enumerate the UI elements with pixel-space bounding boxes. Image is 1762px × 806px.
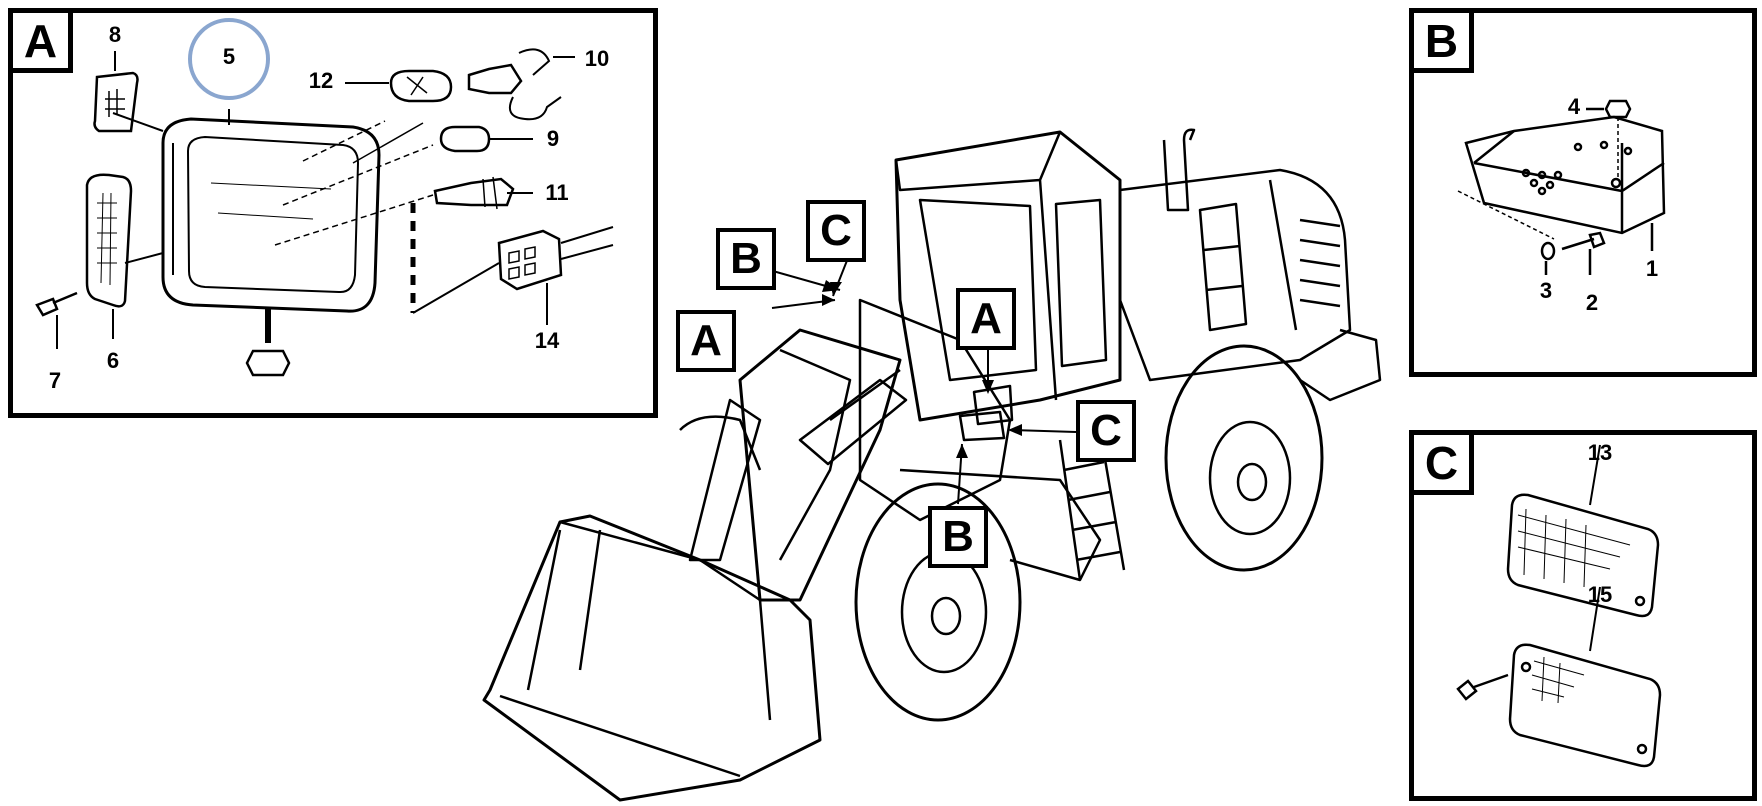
nut-4 [1604,99,1632,119]
panel-b-tag: B [1414,13,1474,73]
panel-a-headlamp: A [8,8,658,418]
screw-7 [35,291,78,317]
reflectors-drawing [1456,444,1662,768]
rear-wheel [1164,344,1324,572]
side-marker-lamp [93,71,139,133]
callout-7: 7 [48,368,62,393]
callout-12: 12 [308,68,334,93]
washer-3 [1540,241,1556,261]
callout-5: 5 [222,44,236,69]
callout-4: 4 [1567,94,1581,119]
callout-11: 11 [545,180,569,205]
bulb-11 [433,177,515,207]
connector-14 [497,229,563,291]
bulb-9 [439,125,491,153]
bracket-drawing [1457,99,1666,275]
panel-a-tag: A [13,13,73,73]
ref-c-top: C [806,200,866,262]
bracket-body [1464,115,1666,235]
screw-15 [1456,673,1509,701]
panel-b-bracket: B 4 3 2 1 [1409,8,1757,377]
callout-1: 1 [1645,256,1659,281]
frame-headlamp [972,384,1014,426]
reflector-13 [1506,493,1660,618]
highlight-ring [188,18,270,100]
lift-arm [738,328,902,602]
callout-14: 14 [534,328,560,353]
lift-cylinder [798,378,908,466]
headlamp-exploded-drawing [35,18,614,377]
callout-10: 10 [584,46,610,71]
callout-6: 6 [106,348,120,373]
headlamp-lens [186,135,360,294]
callout-13: 13 [1587,440,1613,465]
callout-3: 3 [1539,278,1553,303]
ref-c-right: C [1076,400,1136,462]
callout-9: 9 [546,126,560,151]
headlamp-housing [161,117,381,313]
bucket [482,514,822,802]
reflector-15 [1508,643,1662,768]
callout-8: 8 [108,22,122,47]
cab [894,130,1122,422]
callout-2: 2 [1585,290,1599,315]
turn-lamp-lens [85,173,133,308]
ref-a-center: A [956,288,1016,350]
ref-a-left: A [676,310,736,372]
bolt-2 [1561,231,1606,251]
bulb-12 [389,69,453,103]
bulb-holder-10 [467,63,523,95]
panel-c-reflectors: C 13 15 [1409,430,1757,801]
ref-b-upper: B [716,228,776,290]
exhaust-stack [1162,128,1196,212]
mount-nut [245,349,291,377]
engine-hood [1118,168,1352,382]
callout-15: 15 [1587,582,1613,607]
panel-c-tag: C [1414,435,1474,495]
ref-b-lower: B [928,506,988,568]
